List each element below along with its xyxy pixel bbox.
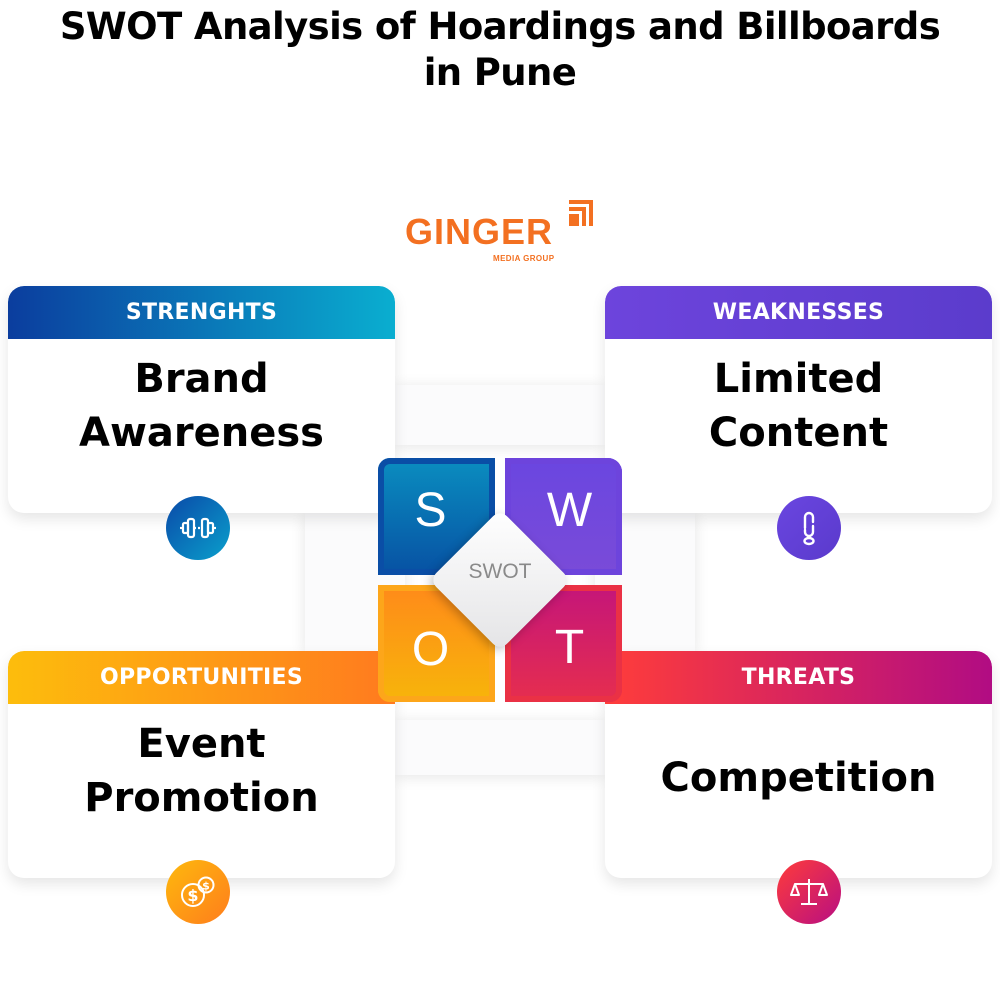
balance-scale-icon bbox=[777, 860, 841, 924]
ginger-media-group-logo: GINGER MEDIA GROUP bbox=[405, 198, 600, 268]
background-frame-top bbox=[395, 385, 605, 445]
background-frame-bottom bbox=[395, 720, 605, 775]
strengths-heading: STRENGHTS bbox=[8, 286, 395, 339]
title-line-1: SWOT Analysis of Hoardings and Billboard… bbox=[59, 5, 941, 48]
title-line-2: in Pune bbox=[423, 51, 577, 94]
threats-heading: THREATS bbox=[605, 651, 992, 704]
swot-tile-t: T bbox=[505, 585, 622, 702]
opportunities-heading: OPPORTUNITIES bbox=[8, 651, 395, 704]
threats-text: Competition bbox=[660, 755, 937, 801]
dollar-coins-icon: $ $ bbox=[166, 860, 230, 924]
logo-subtitle: MEDIA GROUP bbox=[493, 254, 555, 263]
logo-mark-icon bbox=[569, 200, 593, 226]
broken-chain-link-icon bbox=[777, 496, 841, 560]
page-title: SWOT Analysis of Hoardings and Billboard… bbox=[0, 4, 1000, 96]
svg-text:$: $ bbox=[202, 880, 210, 893]
weaknesses-heading: WEAKNESSES bbox=[605, 286, 992, 339]
svg-text:$: $ bbox=[187, 886, 198, 905]
swot-center-graphic: S W O T SWOT bbox=[378, 458, 622, 702]
dumbbell-icon bbox=[166, 496, 230, 560]
swot-center-label: SWOT bbox=[468, 560, 532, 583]
logo-wordmark: GINGER bbox=[405, 211, 554, 252]
swot-tile-o: O bbox=[378, 585, 495, 702]
threats-card: THREATS Competition bbox=[605, 651, 992, 878]
